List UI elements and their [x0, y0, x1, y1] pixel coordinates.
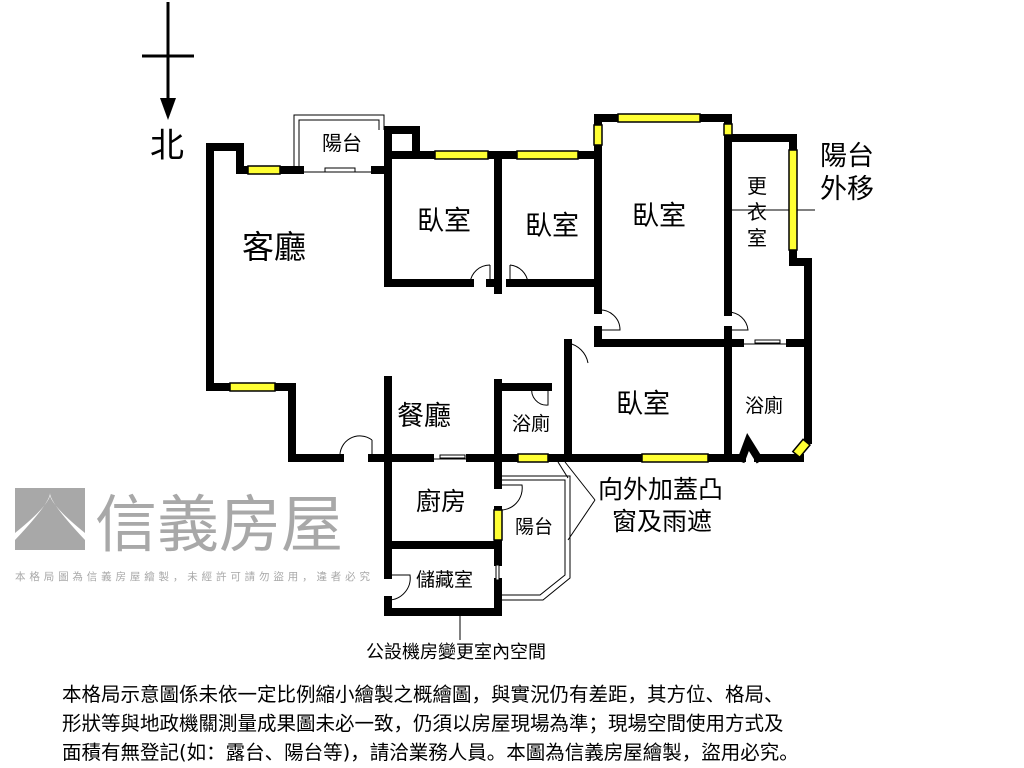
balcony-top-label: 陽台 [322, 131, 362, 155]
dining-label: 餐廳 [397, 401, 451, 432]
closet-label-1: 更 [747, 174, 767, 198]
closet-label-3: 室 [747, 226, 767, 250]
kitchen-label: 廚房 [416, 487, 466, 516]
bath-2-label: 浴廁 [745, 394, 783, 417]
balcony-kitchen-label: 陽台 [515, 516, 553, 538]
bath-1-label: 浴廁 [512, 412, 550, 435]
arrow-down-icon [160, 98, 176, 120]
compass: 北 [142, 2, 194, 166]
living-room-label: 客廳 [242, 228, 306, 266]
brand-logo-icon [15, 488, 85, 550]
closet-label-2: 衣 [747, 200, 767, 224]
watermark: 信義房屋 本格局圖為信義房屋繪製，未經許可請勿盜用，違者必究 [15, 488, 371, 583]
bedroom-1-label: 臥室 [417, 206, 471, 237]
storage-label: 儲藏室 [416, 569, 473, 591]
north-label: 北 [150, 126, 184, 166]
bay-window-label-2: 窗及雨遮 [612, 507, 712, 536]
watermark-notice: 本格局圖為信義房屋繪製，未經許可請勿盜用，違者必究 [15, 570, 371, 583]
disclaimer-line-3: 面積有無登記(如：露台、陽台等)，請洽業務人員。本圖為信義房屋繪製，盜用必究。 [62, 741, 799, 764]
disclaimer-line-1: 本格局示意圖係未依一定比例縮小繪製之概繪圖，與實況仍有差距，其方位、格局、 [62, 683, 784, 706]
disclaimer: 本格局示意圖係未依一定比例縮小繪製之概繪圖，與實況仍有差距，其方位、格局、 形狀… [62, 680, 982, 767]
balcony-moved-label-1: 陽台 [820, 141, 874, 172]
doors [300, 167, 790, 601]
balcony-moved-label-2: 外移 [820, 174, 874, 205]
disclaimer-line-2: 形狀等與地政機關測量成果圖未必一致，仍須以房屋現場為準；現場空間使用方式及 [62, 712, 784, 735]
bedroom-3-label: 臥室 [632, 201, 686, 232]
windows [229, 113, 812, 541]
room-labels: 客廳 陽台 臥室 臥室 臥室 臥室 更 衣 室 餐廳 浴廁 浴廁 廚房 陽台 儲… [242, 131, 783, 591]
machine-room-label: 公設機房變更室內空間 [366, 642, 546, 663]
balcony-outlines [293, 114, 815, 640]
bedroom-2-label: 臥室 [525, 211, 579, 242]
floor-plan: 信義房屋 本格局圖為信義房屋繪製，未經許可請勿盜用，違者必究 北 [15, 2, 874, 663]
bay-window-label-1: 向外加蓋凸 [598, 475, 723, 504]
annotations: 陽台 外移 向外加蓋凸 窗及雨遮 公設機房變更室內空間 [366, 141, 874, 663]
watermark-brand: 信義房屋 [95, 488, 343, 561]
walls [206, 114, 812, 616]
bedroom-4-label: 臥室 [616, 389, 670, 420]
